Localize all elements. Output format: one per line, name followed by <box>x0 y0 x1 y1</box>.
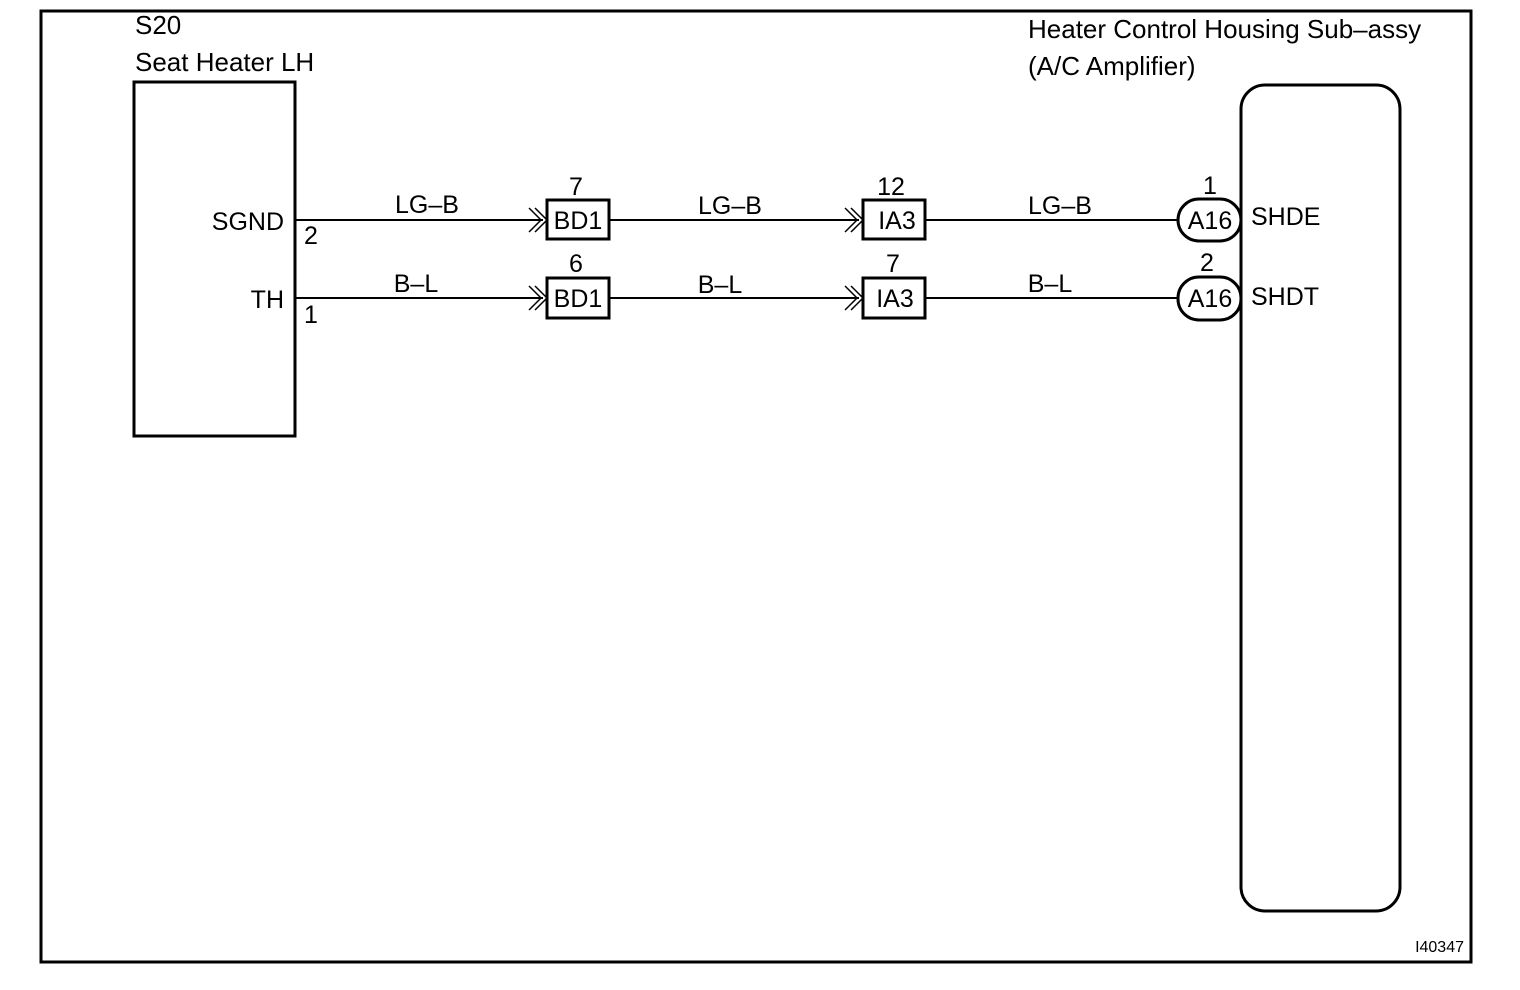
connector-pin-number: 12 <box>877 173 905 201</box>
connector-pin-number: 7 <box>569 173 583 201</box>
connector-pin-number: 1 <box>1203 172 1217 200</box>
connector-a16-pin1 <box>1176 197 1243 243</box>
pin-number-th: 1 <box>304 301 318 329</box>
figure-id: I40347 <box>1415 939 1464 956</box>
connector-arrow <box>528 207 543 233</box>
diagram-frame <box>39 9 1473 964</box>
connector-id: A16 <box>1188 285 1232 313</box>
ac-amplifier-box <box>1239 83 1402 913</box>
pin-name-shde: SHDE <box>1251 203 1320 231</box>
pin-number-sgnd: 2 <box>304 222 318 250</box>
connector-id: A16 <box>1188 207 1232 235</box>
connector-arrow <box>844 285 859 311</box>
wire-1: LG–B BD1 7 LG–B IA3 12 LG–B A16 1 SHDE <box>295 172 1320 243</box>
pin-name-shdt: SHDT <box>1251 283 1319 311</box>
right-component-name-line2: (A/C Amplifier) <box>1028 51 1196 81</box>
wire-2: B–L BD1 6 B–L IA3 7 B–L A16 2 SHDT <box>295 249 1319 322</box>
connector-a16-pin2 <box>1176 275 1243 322</box>
connector-arrow <box>844 207 859 233</box>
seat-heater-box <box>132 80 297 438</box>
pin-name-th: TH <box>251 286 284 314</box>
connector-pin-number: 6 <box>569 250 583 278</box>
connector-id: IA3 <box>878 207 916 235</box>
connector-id: BD1 <box>554 285 603 313</box>
pin-name-sgnd: SGND <box>212 208 284 236</box>
wire-color-label: B–L <box>394 270 439 298</box>
wire-color-label: B–L <box>1028 270 1073 298</box>
connector-pin-number: 2 <box>1200 249 1214 277</box>
wire-color-label: LG–B <box>1028 192 1092 220</box>
connector-id: IA3 <box>876 285 914 313</box>
right-component-name-line1: Heater Control Housing Sub–assy <box>1028 14 1421 44</box>
left-component-name: Seat Heater LH <box>135 47 314 77</box>
wire-color-label: LG–B <box>698 192 762 220</box>
connector-arrow <box>528 285 543 311</box>
wire-color-label: B–L <box>698 271 743 299</box>
connector-pin-number: 7 <box>886 250 900 278</box>
connector-id: BD1 <box>554 207 603 235</box>
left-component-code: S20 <box>135 10 181 40</box>
wire-color-label: LG–B <box>395 191 459 219</box>
